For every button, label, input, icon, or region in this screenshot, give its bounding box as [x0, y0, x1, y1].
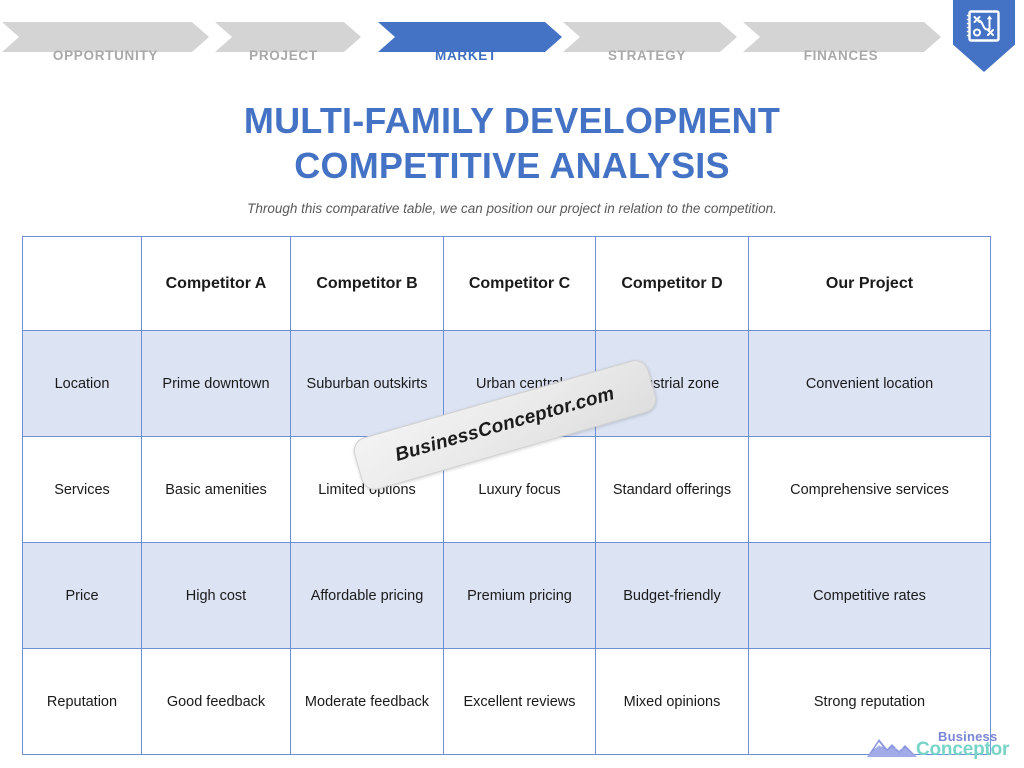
cell-reputation-our-project: Strong reputation — [748, 648, 991, 755]
cell-price-our-project: Competitive rates — [748, 542, 991, 649]
cell-location-competitor-a: Prime downtown — [141, 330, 291, 437]
cell-services-competitor-a: Basic amenities — [141, 436, 291, 543]
page-title: MULTI-FAMILY DEVELOPMENT COMPETITIVE ANA… — [0, 98, 1024, 188]
table-row: Reputation Good feedback Moderate feedba… — [22, 648, 991, 755]
nav-step-strategy[interactable] — [563, 22, 737, 52]
row-header-reputation: Reputation — [22, 648, 142, 755]
page-title-line-2: COMPETITIVE ANALYSIS — [294, 145, 730, 186]
strategy-badge — [953, 0, 1015, 72]
cell-reputation-competitor-d: Mixed opinions — [595, 648, 749, 755]
column-header-competitor-b: Competitor B — [290, 236, 444, 331]
logo-word-business: Business — [938, 729, 998, 744]
row-header-location: Location — [22, 330, 142, 437]
strategy-board-icon — [966, 10, 1000, 42]
nav-step-project-label: PROJECT — [249, 48, 318, 63]
competitive-analysis-table: Competitor A Competitor B Competitor C C… — [22, 236, 991, 755]
cell-services-competitor-d: Standard offerings — [595, 436, 749, 543]
nav-step-opportunity[interactable] — [2, 22, 209, 52]
process-step-nav: OPPORTUNITY PROJECT MARKET STRATEGY FINA… — [0, 0, 1024, 72]
logo-wordmark: Business Conceptor — [916, 730, 1009, 759]
page-subtitle: Through this comparative table, we can p… — [247, 201, 777, 216]
cell-reputation-competitor-b: Moderate feedback — [290, 648, 444, 755]
cell-price-competitor-b: Affordable pricing — [290, 542, 444, 649]
column-header-our-project: Our Project — [748, 236, 991, 331]
column-header-competitor-a: Competitor A — [141, 236, 291, 331]
column-header-competitor-c: Competitor C — [443, 236, 596, 331]
cell-price-competitor-c: Premium pricing — [443, 542, 596, 649]
brand-logo: Business Conceptor — [866, 729, 1016, 765]
table-row: Price High cost Affordable pricing Premi… — [22, 542, 991, 649]
cell-reputation-competitor-c: Excellent reviews — [443, 648, 596, 755]
nav-step-opportunity-label: OPPORTUNITY — [52, 48, 159, 63]
nav-step-market-label: MARKET — [435, 48, 497, 63]
cell-location-our-project: Convenient location — [748, 330, 991, 437]
table-header-row: Competitor A Competitor B Competitor C C… — [22, 236, 991, 331]
logo-word-conceptor: Conceptor — [916, 739, 1010, 760]
cell-price-competitor-d: Budget-friendly — [595, 542, 749, 649]
column-header-competitor-d: Competitor D — [595, 236, 749, 331]
page-title-line-1: MULTI-FAMILY DEVELOPMENT — [243, 100, 781, 141]
table-row: Services Basic amenities Limited options… — [22, 436, 991, 543]
nav-step-project[interactable] — [215, 22, 361, 52]
nav-step-finances[interactable] — [743, 22, 941, 52]
cell-price-competitor-a: High cost — [141, 542, 291, 649]
row-header-price: Price — [22, 542, 142, 649]
nav-step-market[interactable] — [378, 22, 562, 52]
cell-reputation-competitor-a: Good feedback — [141, 648, 291, 755]
row-header-services: Services — [22, 436, 142, 543]
table-corner-cell — [22, 236, 142, 331]
cell-services-our-project: Comprehensive services — [748, 436, 991, 543]
mountain-icon — [867, 739, 917, 757]
cell-location-competitor-b: Suburban outskirts — [290, 330, 444, 437]
nav-step-finances-label: FINANCES — [803, 48, 879, 63]
nav-step-strategy-label: STRATEGY — [607, 48, 687, 63]
